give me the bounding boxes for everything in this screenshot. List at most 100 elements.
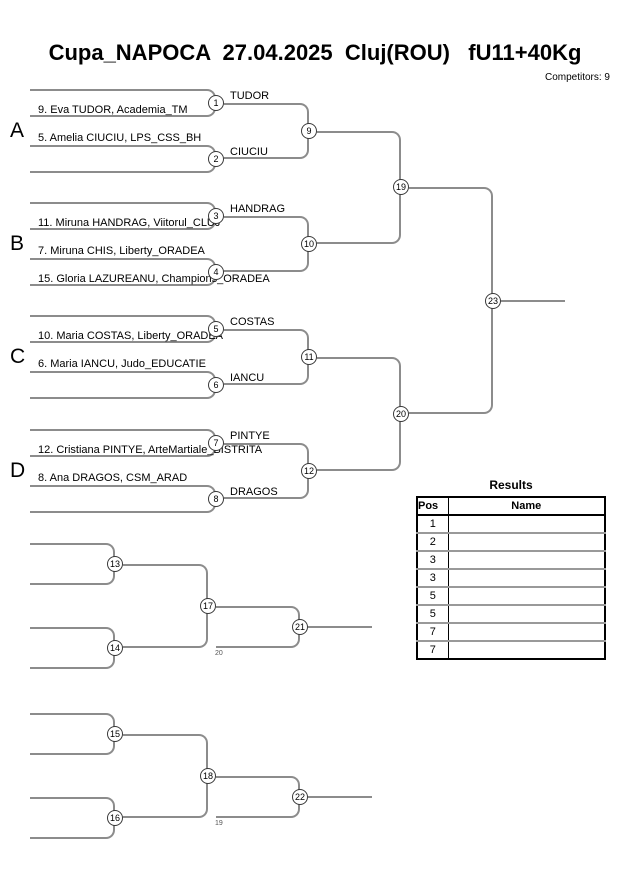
- bracket-connector: [216, 606, 300, 627]
- winner-label: PINTYE: [230, 430, 270, 442]
- results-table: Pos Name 1 2 3 3 5: [416, 496, 606, 660]
- bracket-connector: [30, 202, 216, 216]
- results-pos-cell: 1: [417, 515, 449, 533]
- repechage-winner-line: [308, 796, 372, 798]
- results-col-pos: Pos: [417, 497, 449, 516]
- bracket-connector: [30, 499, 216, 513]
- bracket-connector: [224, 357, 309, 385]
- feeder-match-label: 19: [215, 820, 223, 827]
- match-circle-8: 8: [208, 491, 224, 507]
- match-circle-3: 3: [208, 208, 224, 224]
- bracket-connector: [30, 818, 115, 839]
- winner-label: DRAGOS: [230, 486, 278, 498]
- competitor-label: 5. Amelia CIUCIU, LPS_CSS_BH: [38, 132, 202, 144]
- results-row: 5: [417, 586, 605, 605]
- results-row: 1: [417, 515, 605, 533]
- match-circle-18: 18: [200, 768, 216, 784]
- results-name-cell: [448, 515, 605, 533]
- bracket-connector: [224, 244, 309, 272]
- results-row: 2: [417, 532, 605, 551]
- competitors-count: Competitors: 9: [544, 72, 610, 83]
- bracket-connector: [123, 606, 208, 648]
- bracket-connector: [224, 216, 309, 244]
- bracket-connector: [30, 258, 216, 272]
- match-circle-9: 9: [301, 123, 317, 139]
- bracket-connector: [123, 564, 208, 606]
- match-circle-15: 15: [107, 726, 123, 742]
- bracket-connector: [30, 385, 216, 399]
- bracket-connector: [30, 145, 216, 159]
- bracket-connector: [30, 543, 115, 564]
- winner-label: COSTAS: [230, 316, 275, 328]
- bracket-connector: [30, 564, 115, 585]
- winner-label: IANCU: [230, 372, 265, 384]
- match-circle-23: 23: [485, 293, 501, 309]
- match-circle-22: 22: [292, 789, 308, 805]
- group-label-c: C: [10, 345, 26, 368]
- bracket-connector: [30, 371, 216, 385]
- final-winner-line: [501, 300, 565, 302]
- repechage-winner-line: [308, 626, 372, 628]
- results-name-cell: [448, 568, 605, 587]
- match-circle-7: 7: [208, 435, 224, 451]
- match-circle-17: 17: [200, 598, 216, 614]
- competitor-label: 7. Miruna CHIS, Liberty_ORADEA: [38, 245, 205, 257]
- match-circle-16: 16: [107, 810, 123, 826]
- bracket-connector: [224, 131, 309, 159]
- results-name-cell: [448, 640, 605, 659]
- page-title: Cupa_NAPOCA 27.04.2025 Cluj(ROU) fU11+40…: [48, 40, 582, 65]
- group-label-d: D: [10, 459, 26, 482]
- bracket-connector: [30, 648, 115, 669]
- results-row: 5: [417, 604, 605, 623]
- group-label-a: A: [10, 119, 25, 142]
- bracket-connector: [216, 776, 300, 797]
- match-circle-13: 13: [107, 556, 123, 572]
- winner-label: CIUCIU: [230, 146, 268, 158]
- results-name-cell: [448, 604, 605, 623]
- match-circle-5: 5: [208, 321, 224, 337]
- bracket-connector: [224, 329, 309, 357]
- results-col-name: Name: [448, 497, 605, 516]
- results-row: 7: [417, 622, 605, 641]
- match-circle-4: 4: [208, 264, 224, 280]
- results-pos-cell: 5: [417, 604, 449, 623]
- winner-label: TUDOR: [230, 90, 270, 102]
- bracket-connector: [317, 131, 401, 187]
- bracket-connector: [30, 485, 216, 499]
- match-circle-10: 10: [301, 236, 317, 252]
- bracket-connector: [30, 734, 115, 755]
- competitor-label: 8. Ana DRAGOS, CSM_ARAD: [38, 472, 188, 484]
- bracket-connector: [224, 471, 309, 499]
- bracket-connector: [409, 301, 493, 414]
- bracket-connector: [123, 734, 208, 776]
- bracket-connector: [30, 315, 216, 329]
- competitor-label: 11. Miruna HANDRAG, Viitorul_CLUJ: [38, 217, 221, 229]
- bracket-connector: [30, 797, 115, 818]
- bracket-connector: [30, 713, 115, 734]
- results-pos-cell: 3: [417, 550, 449, 569]
- match-circle-21: 21: [292, 619, 308, 635]
- results-pos-cell: 5: [417, 586, 449, 605]
- winner-label: HANDRAG: [230, 203, 286, 215]
- bracket-connector: [224, 443, 309, 471]
- results-row: 3: [417, 550, 605, 569]
- results-pos-cell: 2: [417, 532, 449, 551]
- competitor-label: 6. Maria IANCU, Judo_EDUCATIE: [38, 358, 206, 370]
- match-circle-12: 12: [301, 463, 317, 479]
- results-title: Results: [489, 478, 533, 492]
- bracket-connector: [317, 414, 401, 471]
- bracket-connector: [224, 103, 309, 131]
- competitor-label: 12. Cristiana PINTYE, ArteMartiale_BISTR…: [38, 444, 263, 456]
- competitor-label: 10. Maria COSTAS, Liberty_ORADEA: [38, 330, 224, 342]
- results-name-cell: [448, 622, 605, 641]
- competitor-label: 15. Gloria LAZUREANU, Champions_ORADEA: [38, 273, 270, 285]
- match-circle-20: 20: [393, 406, 409, 422]
- match-circle-1: 1: [208, 95, 224, 111]
- results-pos-cell: 7: [417, 640, 449, 659]
- results-row: 3: [417, 568, 605, 587]
- match-circle-11: 11: [301, 349, 317, 365]
- bracket-connector: [30, 159, 216, 173]
- bracket-connector: [317, 357, 401, 414]
- bracket-connector: [30, 89, 216, 103]
